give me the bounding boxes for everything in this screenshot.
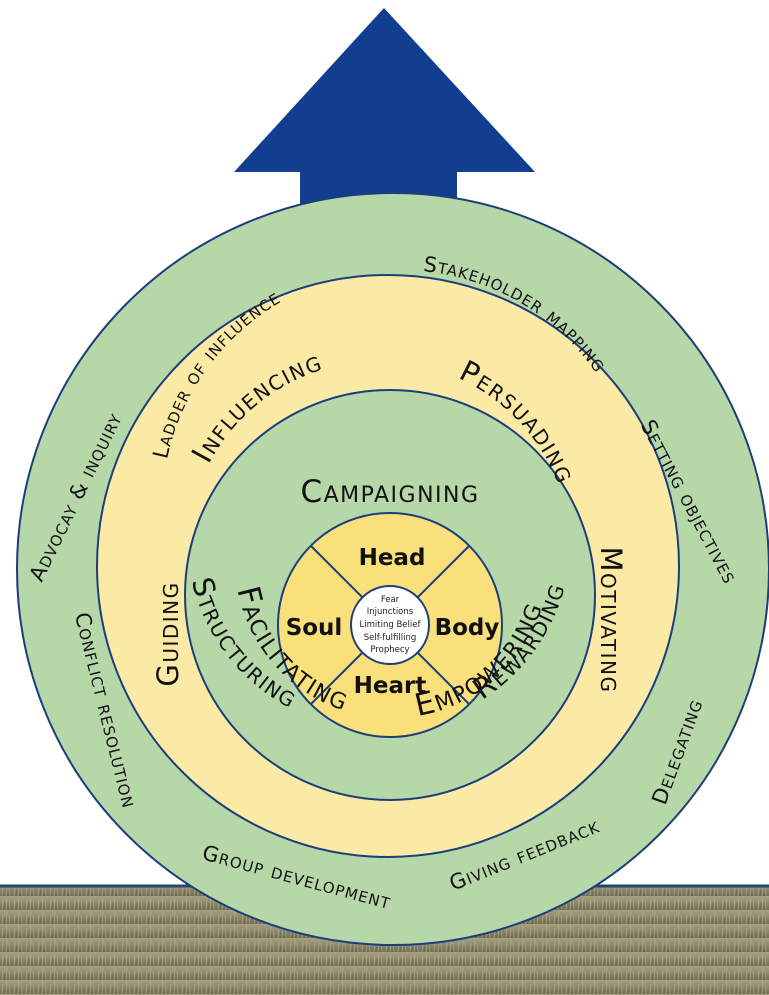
core-body-label: Body <box>435 615 500 641</box>
core-head-label: Head <box>359 545 426 571</box>
center-line-4: Self-fulfilling <box>364 633 417 643</box>
inner-label-campaigning: Campaigning <box>300 474 479 510</box>
center-line-5: Prophecy <box>370 645 409 655</box>
center-circle <box>350 585 430 665</box>
center-line-3: Limiting Belief <box>360 620 422 630</box>
core-soul-label: Soul <box>286 615 343 641</box>
mid-label-guiding: Guiding <box>151 581 185 686</box>
center-line-2: Injunctions <box>367 607 414 617</box>
mid-label-motivating: Motivating <box>594 547 628 694</box>
core-heart-label: Heart <box>354 673 427 699</box>
core-circle <box>277 512 503 738</box>
center-line-1: Fear <box>381 595 400 605</box>
